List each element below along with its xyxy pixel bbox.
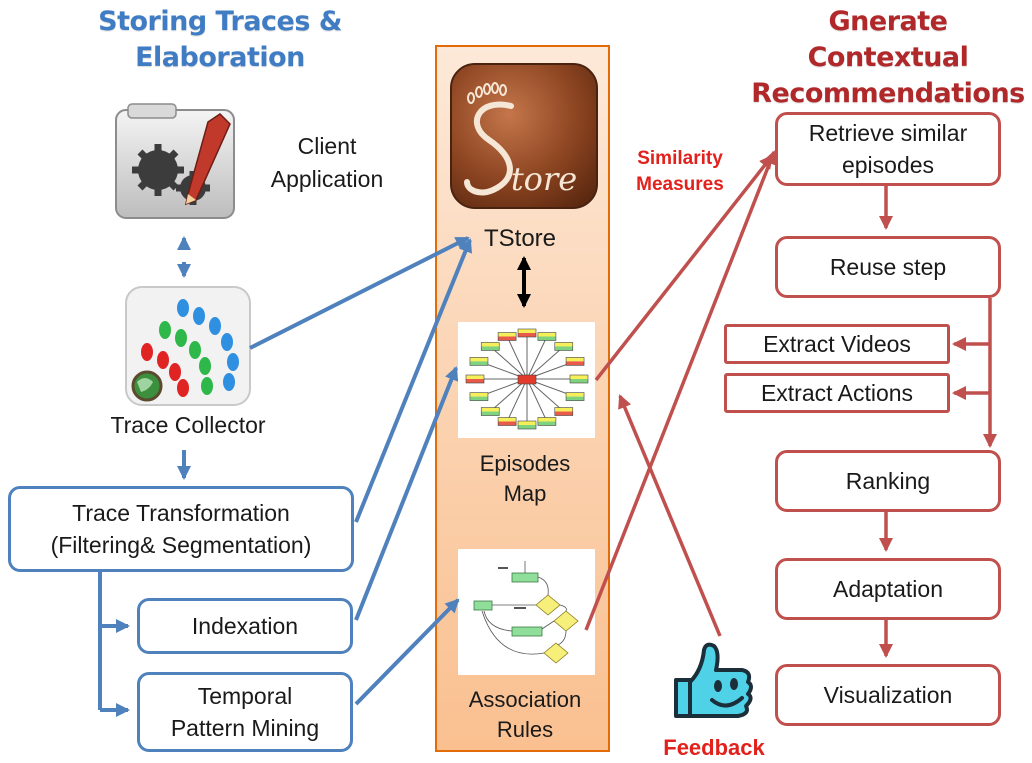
similarity-measures-label: Similarity Measures bbox=[616, 146, 744, 198]
episodes-line1: Episodes bbox=[479, 451, 571, 476]
right-title-line1: Gnerate Contextual bbox=[807, 6, 969, 73]
retrieve-similar-episodes-box: Retrieve similar episodes bbox=[775, 112, 1001, 186]
similarity-line1: Similarity bbox=[637, 148, 723, 169]
temporal-pattern-mining-box: Temporal Pattern Mining bbox=[137, 672, 353, 752]
episodes-line2: Map bbox=[503, 481, 547, 506]
similarity-line2: Measures bbox=[636, 174, 724, 195]
trace-collector-label: Trace Collector bbox=[110, 412, 266, 438]
right-section-title: Gnerate Contextual Recommendations bbox=[744, 4, 1032, 112]
trace-transformation-box: Trace Transformation (Filtering& Segment… bbox=[8, 486, 354, 572]
indexation-box: Indexation bbox=[137, 598, 353, 654]
association-line1: Association bbox=[468, 687, 582, 712]
svg-text:tore: tore bbox=[511, 160, 577, 198]
trace-transformation-line1: Trace Transformation bbox=[72, 500, 290, 526]
client-application-icon bbox=[108, 100, 243, 225]
ranking-box: Ranking bbox=[775, 450, 1001, 512]
extract-videos-box: Extract Videos bbox=[724, 324, 950, 364]
association-line2: Rules bbox=[496, 717, 554, 742]
episodes-map-image bbox=[458, 322, 595, 438]
similarity-arrows bbox=[584, 150, 777, 637]
retrieve-line1: Retrieve similar bbox=[808, 120, 968, 146]
storage-arrows bbox=[249, 236, 472, 706]
left-flow-arrows bbox=[98, 236, 191, 717]
temporal-line2: Pattern Mining bbox=[170, 715, 320, 741]
episodes-map-label: Episodes Map bbox=[450, 449, 600, 509]
association-rules-image bbox=[458, 549, 595, 675]
association-rules-label: Association Rules bbox=[450, 685, 600, 745]
trace-collector-icon bbox=[125, 286, 251, 406]
feedback-label: Feedback bbox=[663, 735, 765, 760]
temporal-line1: Temporal bbox=[197, 683, 293, 709]
adaptation-box: Adaptation bbox=[775, 558, 1001, 620]
left-section-title: Storing Traces & Elaboration bbox=[80, 4, 360, 76]
retrieve-line2: episodes bbox=[841, 152, 935, 178]
thumbs-up-icon bbox=[668, 640, 762, 722]
trace-transformation-line2: (Filtering& Segmentation) bbox=[50, 532, 312, 558]
tstore-label: TStore bbox=[483, 225, 557, 252]
right-flow-arrows bbox=[879, 186, 997, 658]
visualization-box: Visualization bbox=[775, 664, 1001, 726]
reuse-step-box: Reuse step bbox=[775, 236, 1001, 298]
extract-actions-box: Extract Actions bbox=[724, 373, 950, 413]
right-title-line2: Recommendations bbox=[751, 78, 1025, 109]
tstore-logo: tore bbox=[449, 62, 599, 210]
left-title-line1: Storing Traces & bbox=[98, 6, 342, 37]
client-application-label: Client Application bbox=[262, 130, 392, 196]
left-title-line2: Elaboration bbox=[135, 42, 305, 73]
client-label-line2: Application bbox=[270, 166, 384, 192]
client-label-line1: Client bbox=[297, 133, 357, 159]
